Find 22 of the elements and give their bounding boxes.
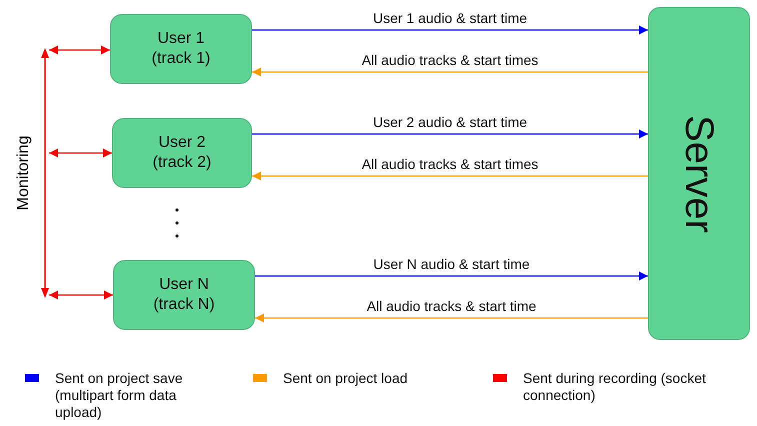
- arrow: [49, 45, 110, 55]
- edge-label: User N audio & start time: [371, 256, 532, 272]
- user-box: User 2 (track 2): [112, 118, 252, 188]
- user-box: User 1 (track 1): [110, 14, 252, 84]
- arrow: [255, 313, 648, 323]
- monitoring-bus-arrow: [41, 48, 49, 298]
- edge-label: All audio tracks & start times: [360, 52, 540, 68]
- legend-text: Sent during recording (socket connection): [523, 370, 707, 404]
- arrow: [252, 129, 648, 139]
- server-box: Server: [648, 7, 750, 340]
- arrow: [252, 67, 648, 77]
- arrow: [252, 25, 648, 35]
- monitoring-label: Monitoring: [14, 134, 33, 212]
- edge-label: All audio tracks & start times: [360, 156, 540, 172]
- user-box: User N (track N): [113, 260, 255, 330]
- arrow: [49, 290, 113, 300]
- arrow: [252, 171, 648, 181]
- arrow: [255, 271, 648, 281]
- legend-text: Sent on project load: [283, 370, 409, 387]
- edge-label: All audio tracks & start time: [364, 298, 538, 314]
- legend-text: Sent on project save (multipart form data upload): [55, 370, 184, 421]
- arrow: [49, 148, 112, 158]
